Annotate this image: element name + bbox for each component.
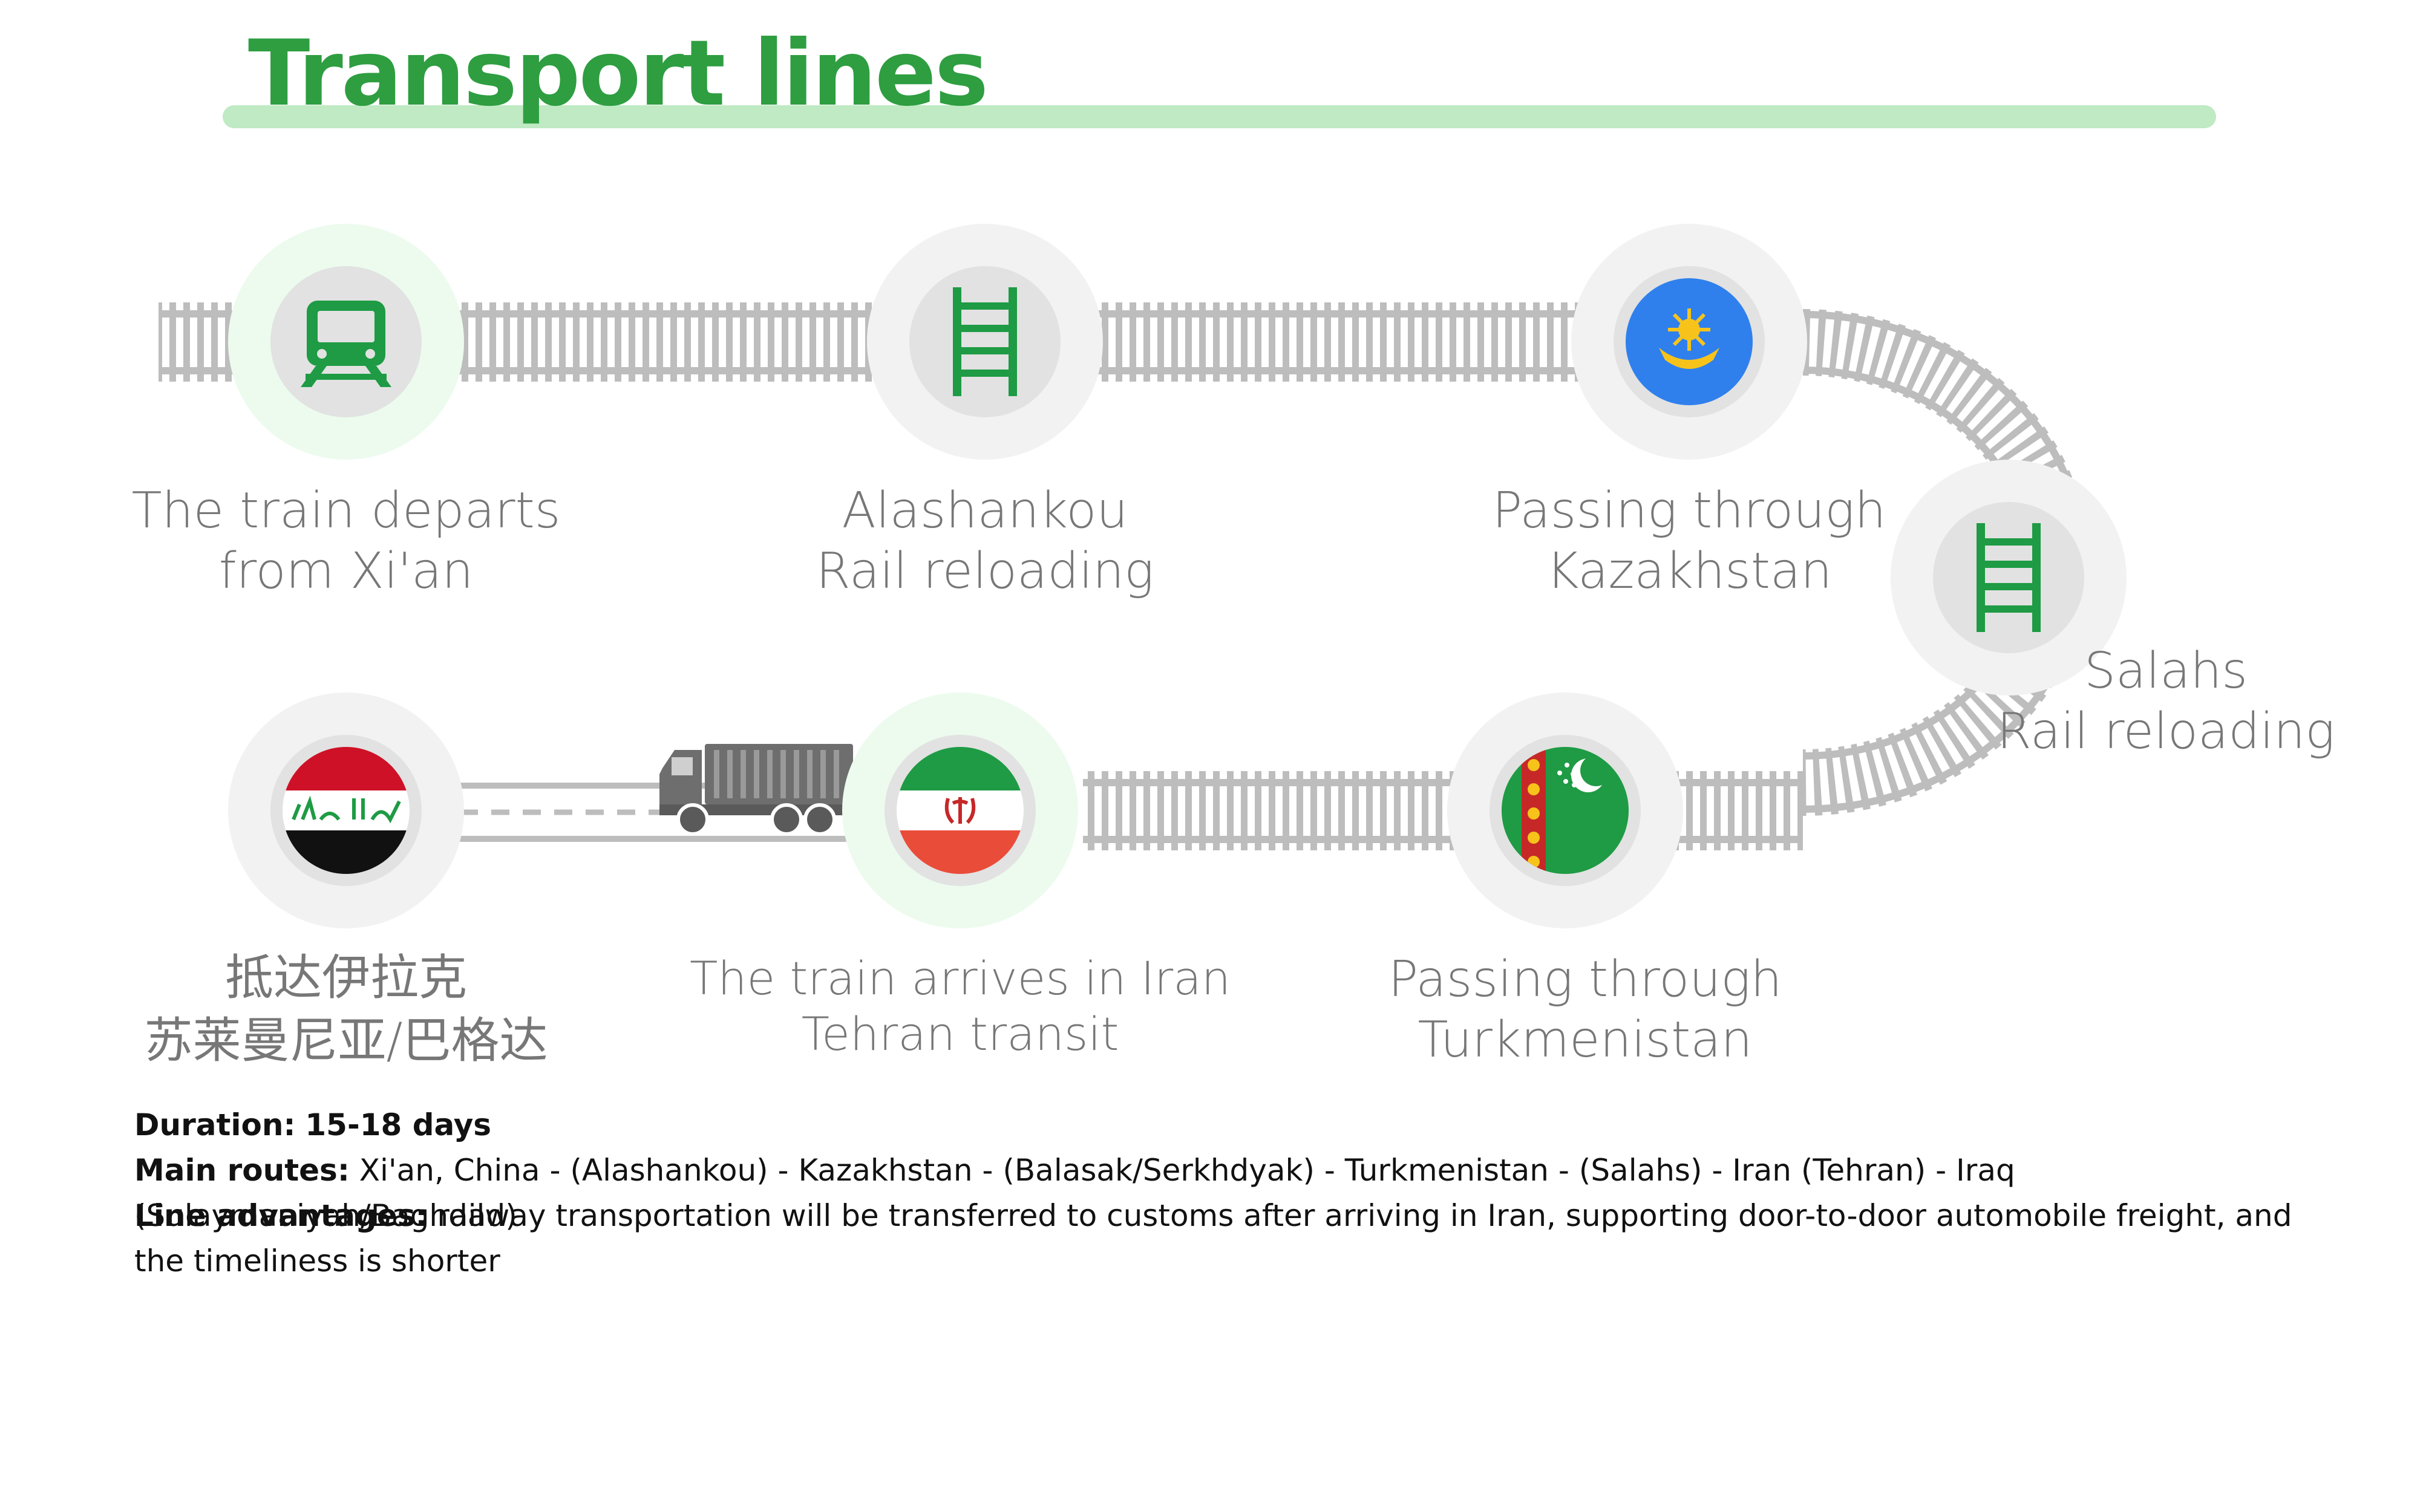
kazakhstan-flag-icon <box>1626 278 1753 405</box>
info-main-routes: Main routes: Xi'an, China - (Alashankou)… <box>134 1153 2015 1233</box>
stop-label-iraq: 抵达伊拉克苏莱曼尼亚/巴格达 <box>144 950 548 1069</box>
stop-xian-node <box>228 224 464 460</box>
title-underline-bar <box>223 105 2216 128</box>
info-duration: Duration: 15-18 days <box>134 1107 492 1142</box>
turkmenistan-flag-icon <box>1502 747 1629 874</box>
stop-alashankou-node <box>867 224 1103 460</box>
rail-track-bottom <box>1083 771 1803 850</box>
train-icon <box>301 301 391 387</box>
stop-kazakhstan-node <box>1571 224 1807 460</box>
stop-turkmenistan-node <box>1447 692 1683 928</box>
rail-track-icon <box>1977 523 2041 632</box>
stop-iran-node <box>842 692 1078 928</box>
stop-iraq-node <box>228 692 464 928</box>
page-title: Transport lines <box>248 21 989 126</box>
info-line-advantages: Line advantages: railway transportation … <box>134 1198 2292 1279</box>
rail-track-icon <box>953 287 1017 396</box>
stop-salahs-node <box>1891 460 2127 696</box>
truck-icon <box>659 744 853 836</box>
